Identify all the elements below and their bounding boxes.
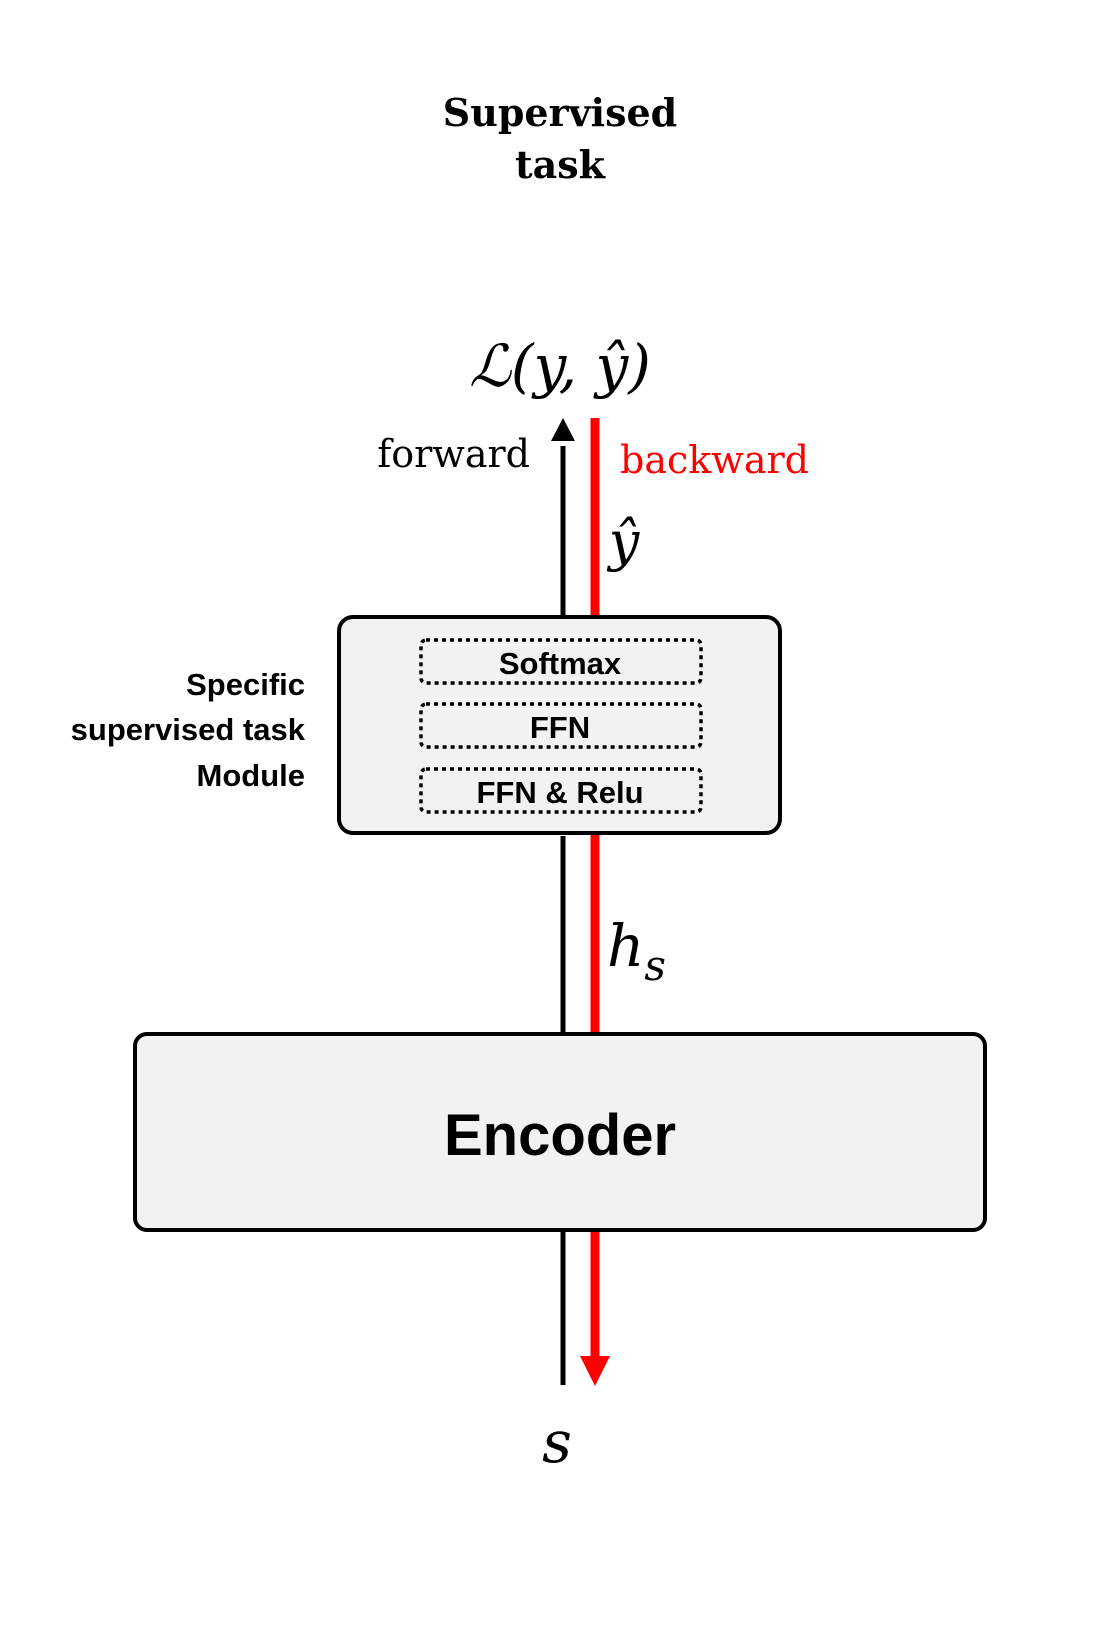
yhat-label: ŷ [607,510,641,573]
layer-label-softmax: Softmax [499,646,622,681]
module-label-line-2: supervised task [71,712,306,747]
forward-arrowhead [551,418,575,441]
module-label-line-1: Specific [186,667,305,702]
layer-label-ffn: FFN [530,710,590,745]
title-line-2: task [515,142,606,187]
forward-label: forward [377,432,530,476]
title-line-1: Supervised [443,90,678,135]
hs-label-base: h [607,912,644,980]
input-label: s [542,1408,572,1476]
task-module-box [337,615,782,835]
encoder-box [133,1032,987,1232]
hs-label-subscript: s [644,941,666,990]
backward-label: backward [620,438,809,482]
encoder-label: Encoder [444,1103,676,1168]
layer-label-ffn-relu: FFN & Relu [476,775,643,810]
hs-label: hs [607,912,666,990]
module-label-line-3: Module [197,758,306,793]
backward-arrowhead [580,1356,610,1386]
loss-label: ℒ(y, ŷ) [469,332,651,400]
